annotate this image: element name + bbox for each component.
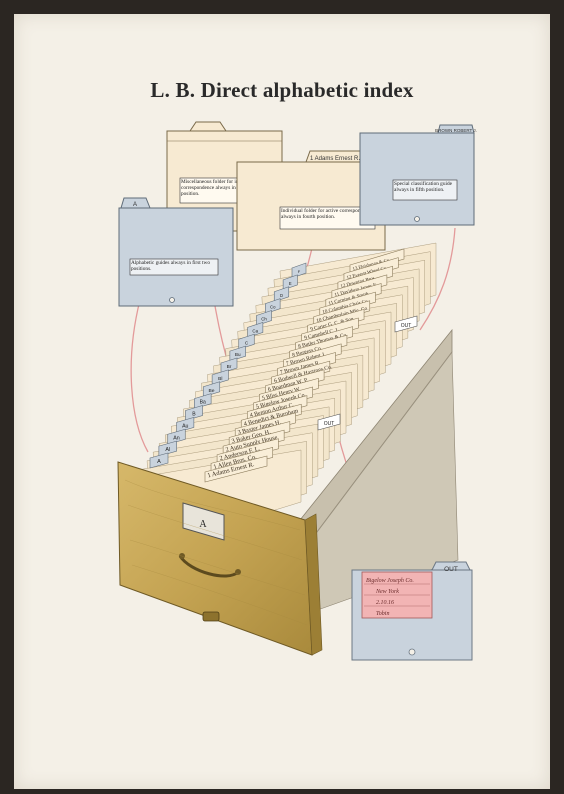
guide-tab-label: D	[280, 293, 283, 298]
guide-tab[interactable]: E	[282, 274, 298, 291]
callout-alpha-guides: A Alphabetic guides always in first two …	[118, 197, 234, 307]
guide-tab-label: B	[192, 412, 196, 418]
drawer-front[interactable]: A	[117, 461, 323, 656]
callout-special-tab: BROWN ROBERT J.	[435, 128, 477, 133]
callout-individual-text: Individual folder for active corresponde…	[281, 208, 373, 220]
guide-tab[interactable]: F	[291, 262, 307, 279]
guide-tab[interactable]: An	[167, 428, 186, 445]
guide-tab[interactable]: Au	[176, 416, 195, 433]
guide-tab[interactable]: C	[238, 333, 255, 350]
guide-tab-label: Bl	[218, 376, 222, 382]
guide-tab-label: F	[298, 269, 301, 274]
guide-tab-label: Be	[208, 388, 214, 394]
guide-tab[interactable]: Ba	[194, 393, 212, 410]
guide-tab[interactable]: Ch	[256, 310, 272, 326]
guide-tab-label: A	[157, 459, 161, 465]
guide-tab[interactable]: Co	[265, 298, 281, 315]
guide-tab[interactable]: A	[149, 452, 169, 469]
drawer-label: A	[199, 519, 207, 530]
out-card-name: Bigelow Joseph Co.	[366, 578, 414, 584]
callout-individual-tab: 1 Adams Ernest R.	[310, 156, 360, 162]
guide-tab-label: Ca	[252, 328, 258, 333]
out-card-date: 2.10.16	[376, 600, 394, 606]
guide-tab-label: Br	[227, 364, 232, 370]
guide-tab-label: Co	[270, 305, 276, 310]
callout-alpha-tab: A	[133, 202, 137, 208]
guide-tab-label: Ch	[261, 317, 267, 322]
out-tab-label: OUT	[324, 421, 335, 427]
guide-tab-label: An	[173, 435, 180, 441]
guide-tab[interactable]: B	[185, 405, 203, 421]
out-card-city: New York	[375, 589, 399, 595]
drawer-label-holder: A	[182, 502, 225, 541]
guide-tab-label: E	[289, 281, 292, 286]
folder-tabs: 13 Fleishman & Co.12 Everett Wheel Co.12…	[204, 248, 418, 483]
callout-special-text: Special classification guide always in f…	[394, 181, 452, 193]
guide-tab[interactable]: Ca	[247, 321, 264, 338]
guide-tab-label: Ba	[200, 400, 206, 406]
guide-tab-label: Al	[165, 447, 170, 453]
callout-special-guide: BROWN ROBERT J. Special classification g…	[359, 124, 477, 226]
guide-tab[interactable]: Bl	[211, 369, 229, 386]
callout-alpha-text: Alphabetic guides always in first two po…	[131, 260, 210, 272]
connector-special	[419, 227, 456, 331]
guide-tab[interactable]: Br	[220, 357, 238, 374]
guide-tab[interactable]: D	[273, 286, 290, 303]
callout-misc-text: Miscellaneous folder for inactive corres…	[181, 179, 252, 197]
out-tab[interactable]: OUT	[317, 413, 341, 431]
guide-tab-label: Au	[182, 423, 188, 429]
guide-tab[interactable]: Be	[202, 381, 221, 398]
out-tab-label: OUT	[401, 323, 412, 329]
guide-tab-label: Bu	[235, 352, 241, 357]
connector-alpha	[130, 299, 149, 453]
out-tab[interactable]: OUT	[394, 315, 418, 333]
drawer-handle[interactable]	[178, 555, 240, 578]
out-card-by: Tobin	[376, 611, 389, 617]
out-card: OUT Bigelow Joseph Co. New York 2.10.16 …	[351, 561, 473, 661]
out-card-tab-label: OUT	[444, 566, 458, 573]
drawer-lock	[202, 611, 220, 622]
guide-tab[interactable]: Al	[158, 440, 177, 457]
guide-tab-label: C	[245, 340, 249, 345]
page-title: L. B. Direct alphabetic index	[150, 78, 414, 102]
drawer-edge	[304, 513, 323, 656]
guide-tab[interactable]: Bu	[229, 345, 246, 362]
